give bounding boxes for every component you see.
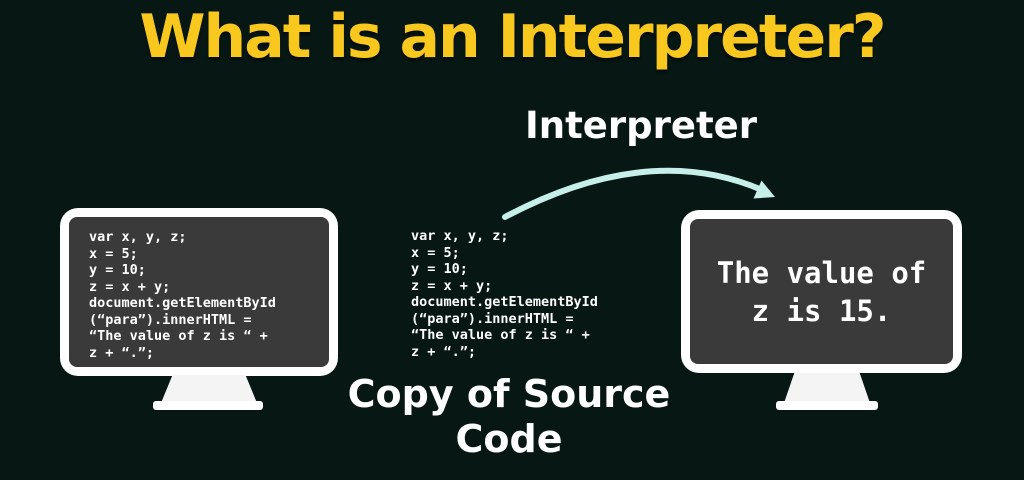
code-line: z + “.”; xyxy=(411,343,477,360)
code-line: (“para”).innerHTML = xyxy=(411,310,574,327)
code-line: y = 10; xyxy=(411,261,468,277)
source-code-block: var x, y, z;x = 5;y = 10;z = x + y;docum… xyxy=(69,217,329,361)
code-line: z + “.”; xyxy=(89,344,155,361)
source-code-monitor: var x, y, z;x = 5;y = 10;z = x + y;docum… xyxy=(60,208,338,376)
code-line: z = x + y; xyxy=(411,277,493,294)
code-line: z is 15. xyxy=(751,293,892,328)
code-line: x = 5; xyxy=(89,245,138,262)
code-line: (“para”).innerHTML = xyxy=(89,311,252,328)
code-line: z = x + y; xyxy=(89,278,171,295)
interpreter-label: Interpreter xyxy=(525,104,757,147)
monitor-stand-base xyxy=(153,401,263,410)
monitor-screen: var x, y, z;x = 5;y = 10;z = x + y;docum… xyxy=(69,217,329,367)
code-line: x = 5; xyxy=(411,244,460,261)
copy-of-source-code-label: Copy of Source Code xyxy=(347,372,671,461)
code-line: “The value of z is “ + xyxy=(89,328,268,344)
page-title: What is an Interpreter? xyxy=(139,2,886,72)
code-line: “The value of z is “ + xyxy=(411,327,590,343)
code-line: y = 10; xyxy=(89,262,146,278)
monitor-frame: var x, y, z;x = 5;y = 10;z = x + y;docum… xyxy=(60,208,338,376)
code-line: document.getElementById xyxy=(411,294,598,310)
monitor-stand-neck xyxy=(784,373,870,403)
monitor-stand-base xyxy=(776,401,878,410)
copied-code-block: var x, y, z;x = 5;y = 10;z = x + y;docum… xyxy=(411,228,598,360)
code-line: var x, y, z; xyxy=(411,228,509,244)
monitor-stand-neck xyxy=(161,375,257,403)
code-line: The value of xyxy=(716,255,927,290)
code-line: document.getElementById xyxy=(89,295,276,311)
code-line: var x, y, z; xyxy=(89,229,187,245)
arrow-head xyxy=(753,180,775,199)
